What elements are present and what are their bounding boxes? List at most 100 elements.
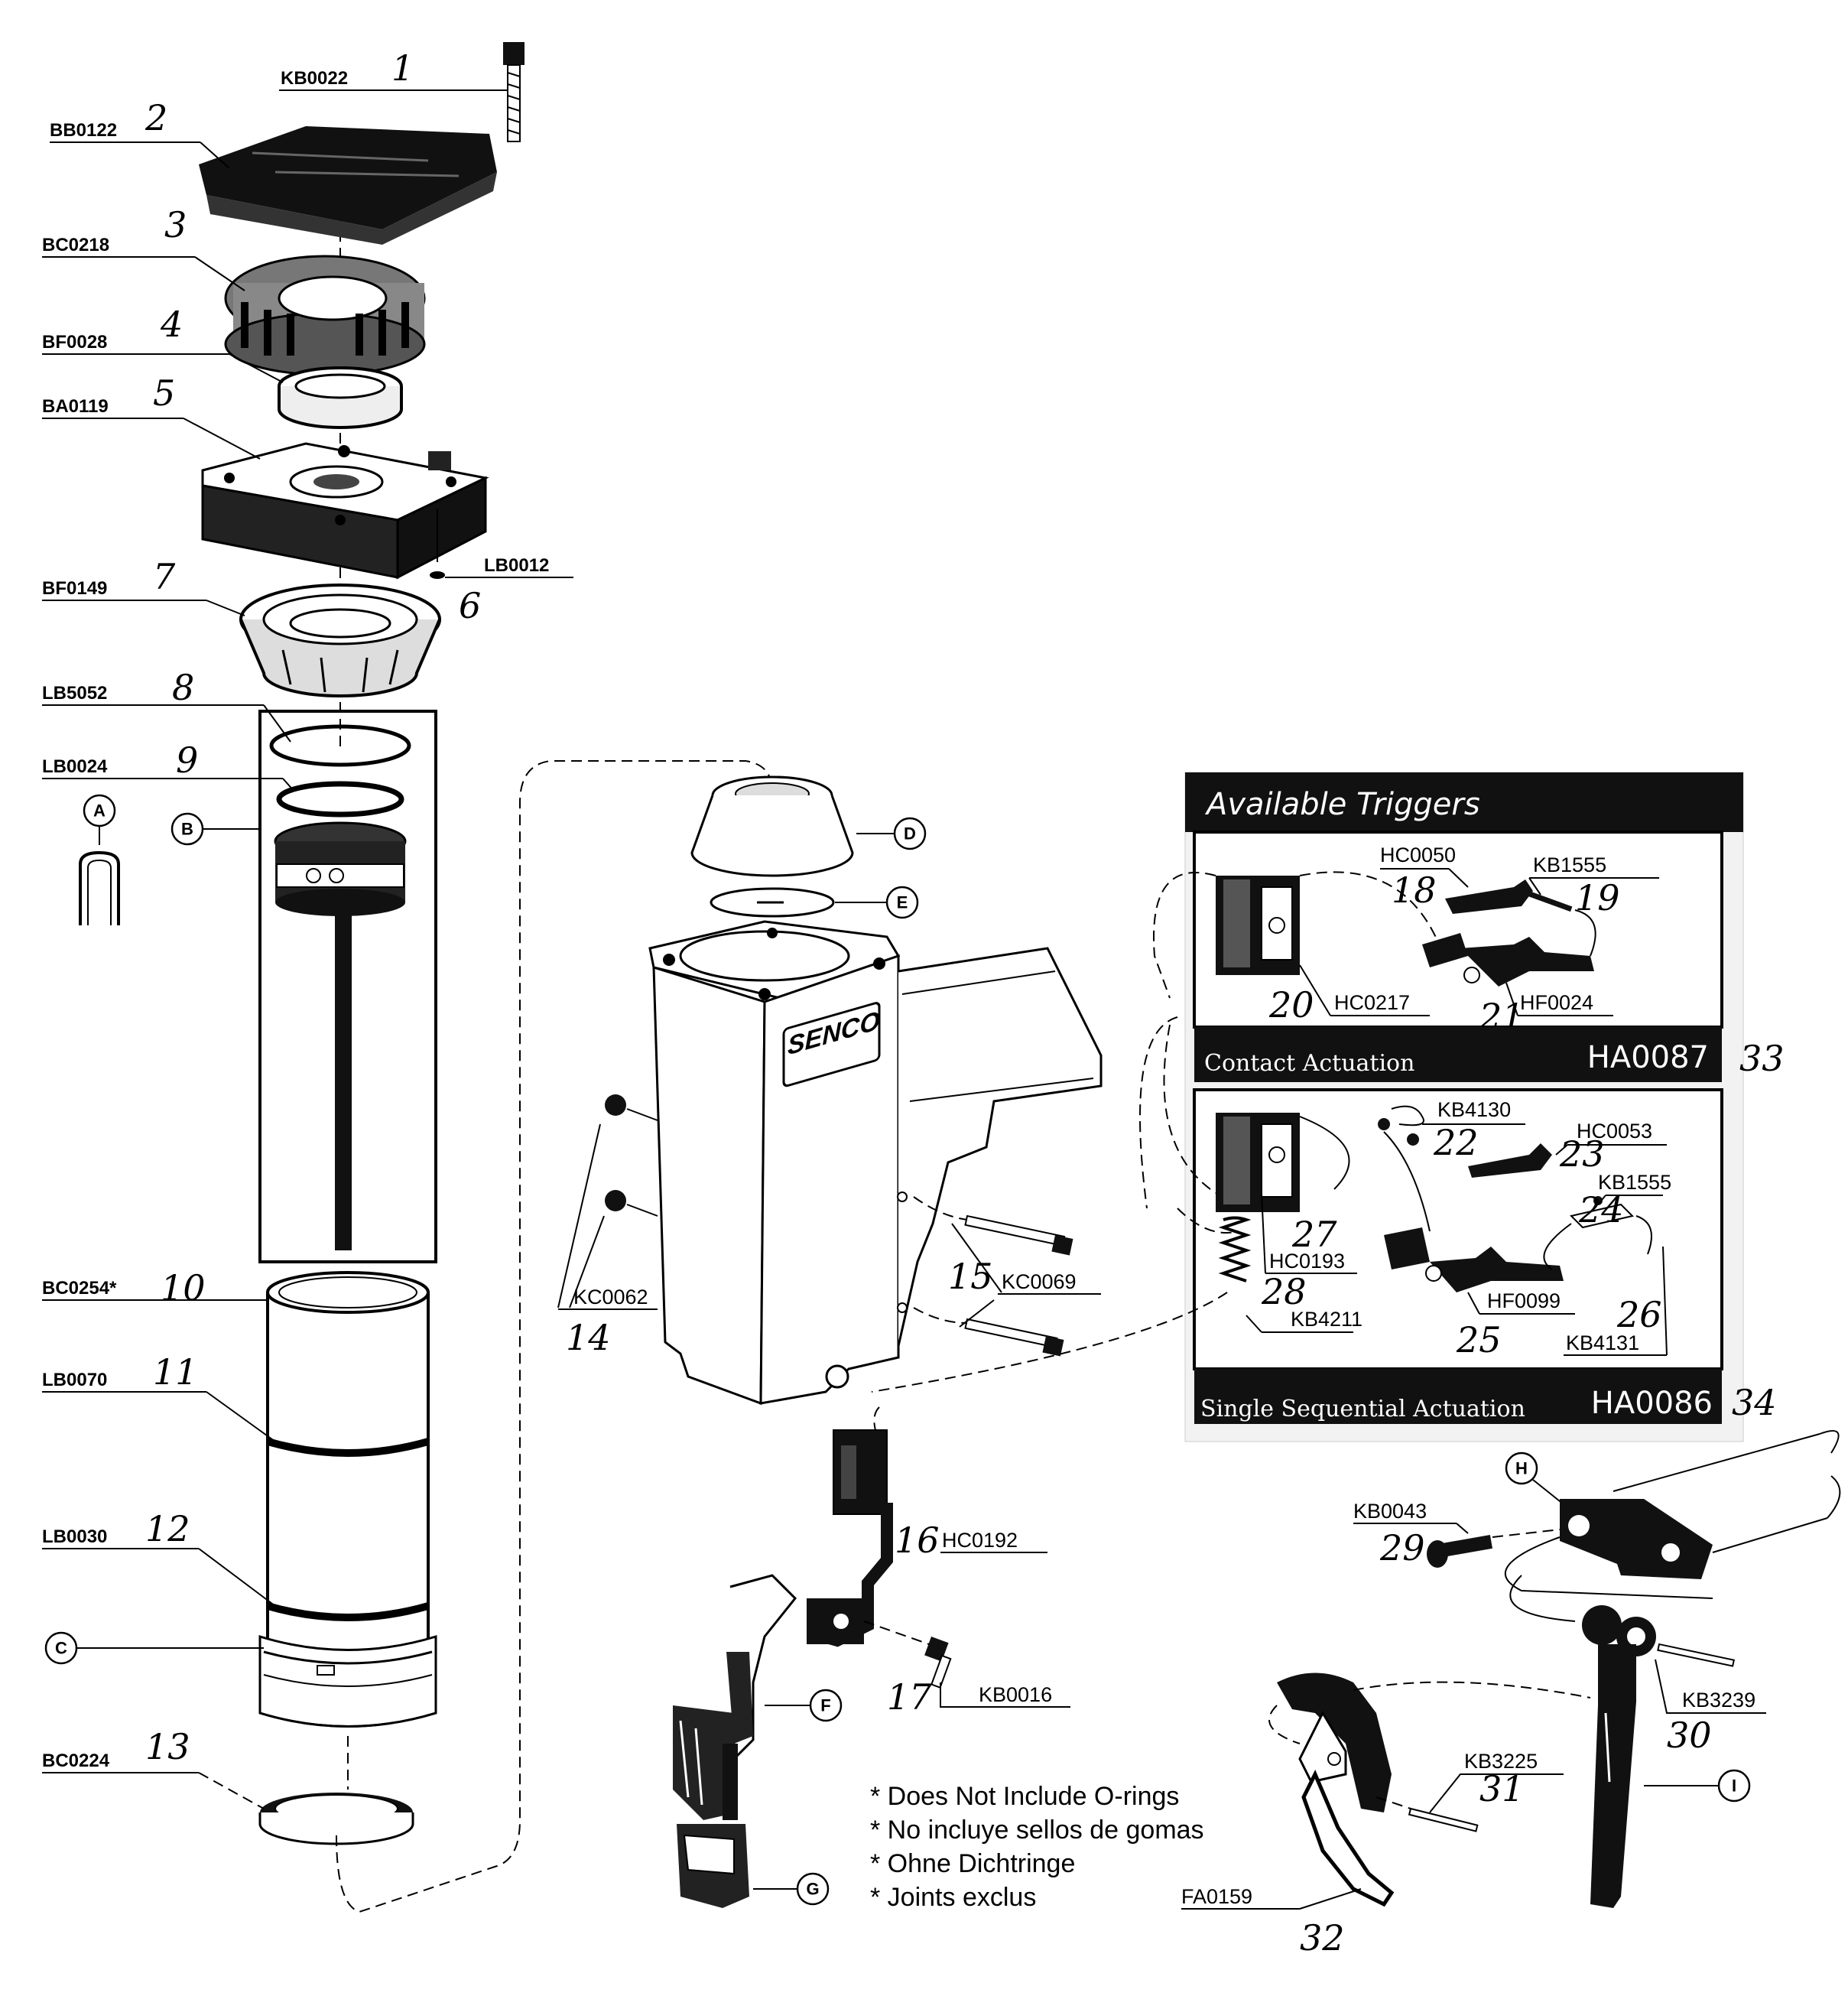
part-code-11: LB0070 [42,1370,107,1390]
trigger-body-contact [1216,876,1300,975]
part-code-27: HC0193 [1269,1250,1345,1273]
part-num-14: 14 [566,1317,611,1358]
part-code-10: BC0254* [42,1278,117,1299]
part-num-5: 5 [153,372,175,414]
trigger-body-sequential [1216,1113,1300,1212]
part-code-26: KB4131 [1566,1331,1639,1354]
part-code-7: BF0149 [42,578,107,599]
part-num-11: 11 [153,1351,198,1393]
part-code-8: LB5052 [42,683,107,704]
part-code-33: HA0087 [1587,1040,1709,1075]
part-num-10: 10 [161,1267,206,1308]
part-num-8: 8 [172,667,194,708]
part-o-ring [276,781,404,818]
part-num-17: 17 [887,1676,932,1718]
part-num-20: 20 [1268,984,1314,1026]
part-screw [503,42,525,142]
part-num-26: 26 [1616,1294,1662,1335]
callout-d-label: D [904,824,916,844]
part-code-12: LB0030 [42,1526,107,1547]
part-screw-small [924,1637,952,1689]
part-code-15: KC0069 [1002,1270,1077,1293]
part-pin-22 [1378,1118,1390,1130]
part-frame-housing [648,920,1103,1406]
part-muffler [224,255,426,376]
part-code-18: HC0050 [1380,844,1456,866]
callout-h [1505,1451,1538,1485]
part-code-30: KB3239 [1682,1689,1755,1712]
part-lever-18 [1445,879,1533,914]
part-num-12: 12 [145,1508,190,1549]
part-code-29: KB0043 [1353,1500,1427,1523]
part-pin-30 [1657,1643,1736,1667]
note-line-3: * Ohne Dichtringe [870,1849,1075,1878]
callout-e-label: E [897,893,908,912]
part-cylinder [258,1271,437,1728]
callout-c-label: C [55,1639,67,1658]
part-trigger-32 [1277,1673,1395,1907]
part-code-31: KB3225 [1464,1750,1538,1773]
part-num-18: 18 [1392,870,1437,911]
part-code-3: BC0218 [42,235,109,255]
part-lever-23 [1468,1143,1552,1178]
part-seal-ring [278,366,403,429]
part-num-32: 32 [1300,1917,1345,1959]
part-num-22: 22 [1433,1122,1479,1163]
callout-i-label: I [1732,1777,1736,1796]
trigger-lever-contact [1422,933,1594,987]
part-plate-26 [1570,1203,1634,1229]
part-code-28: KB4211 [1291,1308,1362,1331]
part-code-22: KB4130 [1437,1098,1511,1121]
part-screw-29 [1427,1534,1492,1568]
part-piston [274,821,407,1250]
part-num-15: 15 [948,1256,993,1297]
part-code-20: HC0217 [1334,991,1410,1014]
part-pin-31 [1408,1807,1479,1832]
part-code-13: BC0224 [42,1751,110,1771]
note-line-1: * Does Not Include O-rings [870,1782,1179,1811]
part-code-1: KB0022 [281,68,348,89]
part-num-34: 34 [1732,1382,1777,1423]
part-code-4: BF0028 [42,332,107,353]
part-code-25: HF0099 [1487,1289,1561,1312]
part-shoe-g [677,1824,749,1908]
part-num-9: 9 [176,740,198,781]
part-code-34: HA0086 [1591,1386,1713,1421]
part-code-24: KB1555 [1598,1171,1671,1194]
contact-actuation-footer [1194,1027,1722,1082]
part-code-21: HF0024 [1520,991,1593,1014]
part-code-9: LB0024 [42,756,108,777]
single-sequential-label: Single Sequential Actuation [1200,1396,1525,1422]
part-nut [605,1190,626,1211]
note-line-4: * Joints exclus [870,1883,1036,1912]
part-num-33: 33 [1739,1038,1785,1079]
part-num-27: 27 [1291,1214,1337,1255]
part-frame-cap [690,775,854,877]
part-num-30: 30 [1667,1715,1712,1756]
part-num-6: 6 [459,585,481,626]
part-code-6: LB0012 [484,555,549,576]
part-code-17: KB0016 [979,1683,1052,1706]
part-code-2: BB0122 [50,120,117,141]
callout-b-label: B [181,820,193,839]
callout-g-label: G [806,1880,819,1899]
part-nosepiece-f [673,1574,797,1820]
part-code-16: HC0192 [942,1529,1018,1552]
part-num-3: 3 [164,204,187,245]
part-num-19: 19 [1575,877,1620,918]
part-code-32: FA0159 [1181,1885,1252,1908]
part-code-5: BA0119 [42,396,109,417]
callout-b [171,812,204,846]
part-num-24: 24 [1578,1189,1624,1230]
part-bolt [964,1214,1073,1357]
part-num-7: 7 [153,556,176,597]
part-pin-19 [1527,891,1573,912]
part-cylinder-cap [199,126,497,245]
part-piston-bumper-housing [239,584,441,697]
part-num-31: 31 [1479,1768,1525,1809]
callout-a-label: A [93,801,106,821]
contact-actuation-label: Contact Actuation [1204,1050,1414,1077]
part-split-ring [269,724,411,767]
